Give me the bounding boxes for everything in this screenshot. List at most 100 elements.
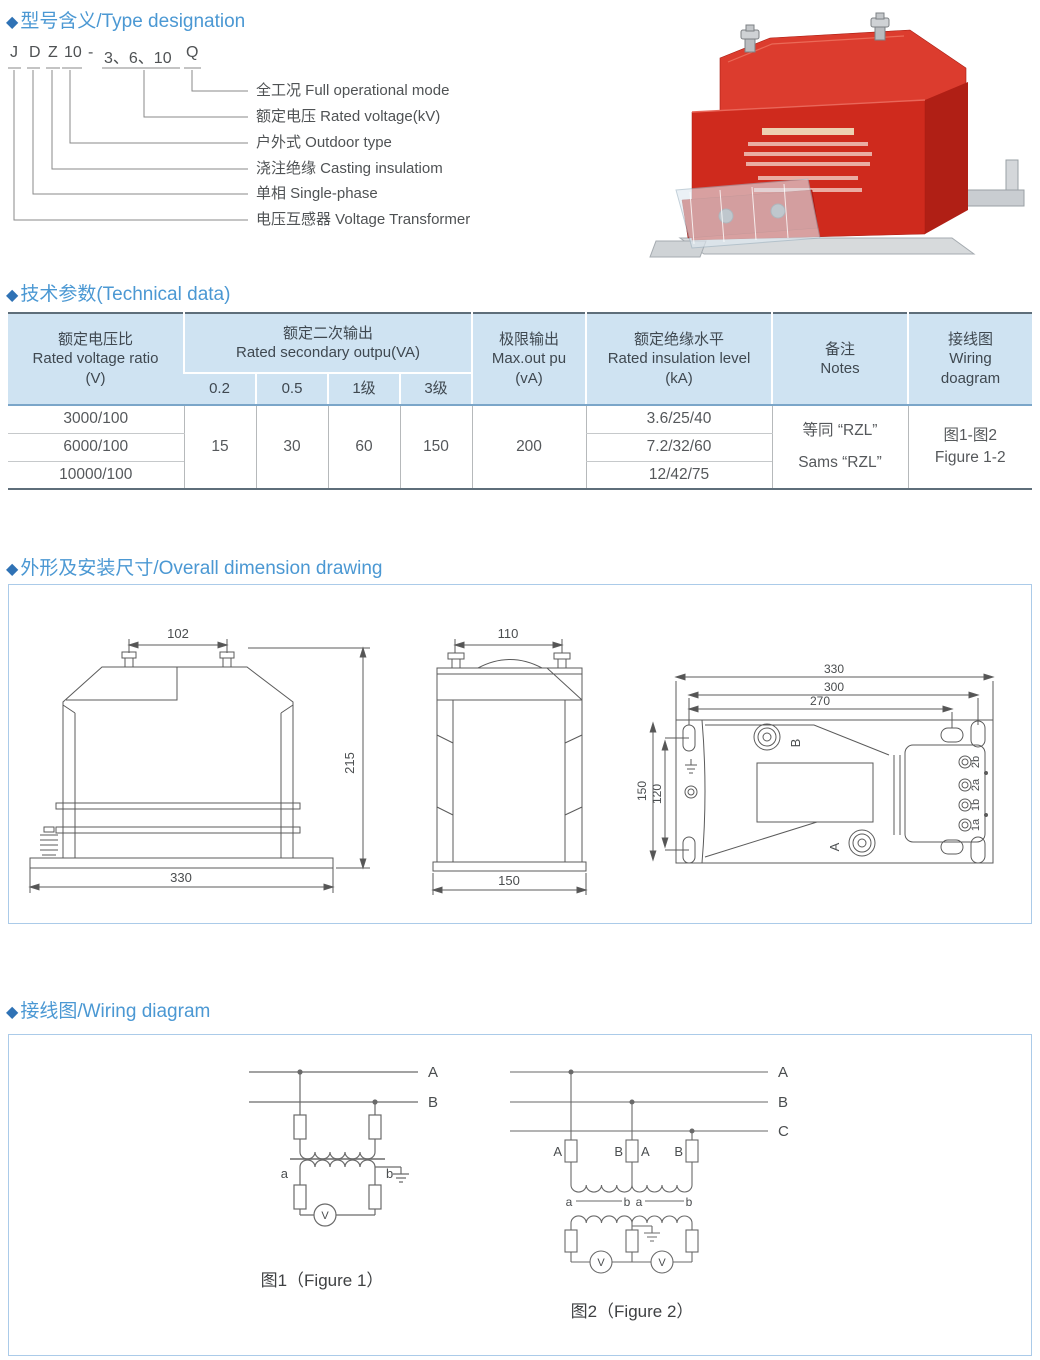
diamond-bullet-icon: ◆ xyxy=(6,287,19,304)
wiring-figure-2: A B C A B A B a b a b V V xyxy=(510,1064,789,1274)
ground-symbol-icon xyxy=(632,1225,660,1242)
top-view-drawing xyxy=(649,673,994,864)
voltmeter-icon xyxy=(650,1250,674,1274)
wiring-diagram-box xyxy=(8,1034,1032,1356)
ground-screw-icon xyxy=(40,826,58,856)
voltmeter-label: V xyxy=(658,1257,666,1269)
dim-top-mount: 300 xyxy=(824,680,844,694)
diamond-bullet-icon: ◆ xyxy=(6,561,19,578)
dim-top-depth-inner: 120 xyxy=(650,784,664,804)
code-part-d: D xyxy=(29,44,41,61)
technical-data-table: 额定电压比 Rated voltage ratio (V) 额定二次输出 Rat… xyxy=(8,312,1032,490)
fuse-label: A xyxy=(641,1144,650,1159)
terminal-cover xyxy=(675,178,821,249)
cell-insulation-2: 7.2/32/60 xyxy=(585,433,772,462)
phase-b-label: B xyxy=(778,1094,788,1111)
dim-top-overall: 330 xyxy=(824,662,844,676)
fuse-icon xyxy=(685,1229,699,1253)
fuse-icon xyxy=(368,1114,382,1140)
cell-wiring-ref: 图1-图2 Figure 1-2 xyxy=(907,405,1032,489)
type-label-casting: 浇注绝缘 Casting insulatiom xyxy=(256,160,443,177)
col-header-notes: 备注 Notes xyxy=(771,313,908,406)
figure2-caption: 图2（Figure 2） xyxy=(570,1302,694,1321)
secondary-winding xyxy=(570,1215,633,1224)
fuse-label: B xyxy=(674,1144,683,1159)
section-title-technical-data: ◆技术参数(Technical data) xyxy=(6,279,230,306)
voltmeter-icon xyxy=(313,1203,337,1227)
cell-max-output: 200 xyxy=(471,405,586,489)
ground-symbol-icon xyxy=(375,1166,409,1183)
primary-winding xyxy=(570,1184,633,1193)
dim-top-depth: 150 xyxy=(635,781,649,801)
terminal-2a-label: 2a xyxy=(970,778,982,791)
code-part-z: Z xyxy=(48,44,58,61)
wiring-figure-1: A B a b V xyxy=(249,1064,438,1227)
col-header-secondary: 额定二次输出 Rated secondary outpu(VA) xyxy=(183,313,472,374)
dim-top-inner: 270 xyxy=(810,694,830,708)
cell-insulation-1: 3.6/25/40 xyxy=(585,405,772,434)
cell-ratio-3: 10000/100 xyxy=(59,465,133,483)
type-label-voltage: 额定电压 Rated voltage(kV) xyxy=(256,108,441,125)
dim-side-width: 150 xyxy=(498,873,520,888)
col-header-class-05: 0.5 xyxy=(255,373,328,406)
cell-output-1: 60 xyxy=(327,405,400,489)
col-header-class-1: 1级 xyxy=(327,373,400,406)
cell-output-3: 150 xyxy=(399,405,472,489)
terminal-1b-label: 1b xyxy=(970,799,982,811)
terminal-label: a xyxy=(566,1195,573,1209)
fuse-icon xyxy=(368,1184,382,1210)
type-designation-lines xyxy=(8,67,248,221)
fuse-label: A xyxy=(553,1144,562,1159)
type-label-singlephase: 单相 Single-phase xyxy=(256,185,378,202)
section-title-text: 技术参数(Technical data) xyxy=(20,284,231,305)
ground-symbol-icon xyxy=(685,759,697,774)
bolt-icon xyxy=(447,652,571,669)
terminal-label: b xyxy=(686,1195,693,1209)
section-title-wiring: ◆接线图/Wiring diagram xyxy=(6,996,210,1023)
code-part-voltages: 3、6、10 xyxy=(104,50,172,67)
cell-output-05: 30 xyxy=(255,405,328,489)
voltmeter-icon xyxy=(589,1250,613,1274)
fuse-icon xyxy=(625,1139,639,1163)
diamond-bullet-icon: ◆ xyxy=(6,14,19,31)
front-view-drawing xyxy=(29,639,370,893)
fuse-icon xyxy=(685,1139,699,1163)
section-title-text: 外形及安装尺寸/Overall dimension drawing xyxy=(20,558,383,579)
terminal-screws xyxy=(958,755,972,832)
fuse-icon xyxy=(293,1184,307,1210)
table-row: 3000/100 15 30 60 150 200 3.6/25/40 等同 “… xyxy=(8,405,1032,489)
secondary-winding xyxy=(631,1215,693,1224)
cell-notes: 等同 “RZL” Sams “RZL” xyxy=(771,405,908,489)
col-header-max-output: 极限输出 Max.out pu (vA) xyxy=(471,313,586,406)
voltage-transformer-image xyxy=(649,12,1025,258)
cell-output-02: 15 xyxy=(183,405,256,489)
code-part-10: 10 xyxy=(64,44,82,61)
bolt-icon xyxy=(121,651,235,668)
terminal-b-label: b xyxy=(386,1166,393,1181)
fuse-label: B xyxy=(614,1144,623,1159)
terminal-b-label: B xyxy=(788,739,803,748)
terminal-a-label: a xyxy=(281,1166,289,1181)
primary-winding xyxy=(631,1184,693,1193)
type-label-vt: 电压互感器 Voltage Transformer xyxy=(256,211,471,228)
mount-bracket-right xyxy=(949,159,1025,207)
code-part-dash: - xyxy=(88,44,94,61)
dimension-drawing-box xyxy=(8,584,1032,924)
fuse-icon xyxy=(564,1139,578,1163)
col-header-insulation: 额定绝缘水平 Rated insulation level (kA) xyxy=(585,313,772,406)
phase-a-label: A xyxy=(428,1064,438,1081)
terminal-a-label: A xyxy=(827,842,842,851)
dim-front-top: 102 xyxy=(167,626,189,641)
voltmeter-label: V xyxy=(321,1210,329,1222)
fuse-icon xyxy=(564,1229,578,1253)
terminal-1a-label: 1a xyxy=(970,818,982,831)
voltmeter-label: V xyxy=(597,1257,605,1269)
side-view-drawing xyxy=(432,639,587,895)
diamond-bullet-icon: ◆ xyxy=(6,1004,19,1021)
terminal-label: b xyxy=(624,1195,631,1209)
phase-b-label: B xyxy=(428,1094,438,1111)
code-part-j: J xyxy=(10,44,18,61)
section-title-text: 型号含义/Type designation xyxy=(20,11,246,32)
primary-bolt-icon xyxy=(740,12,890,53)
